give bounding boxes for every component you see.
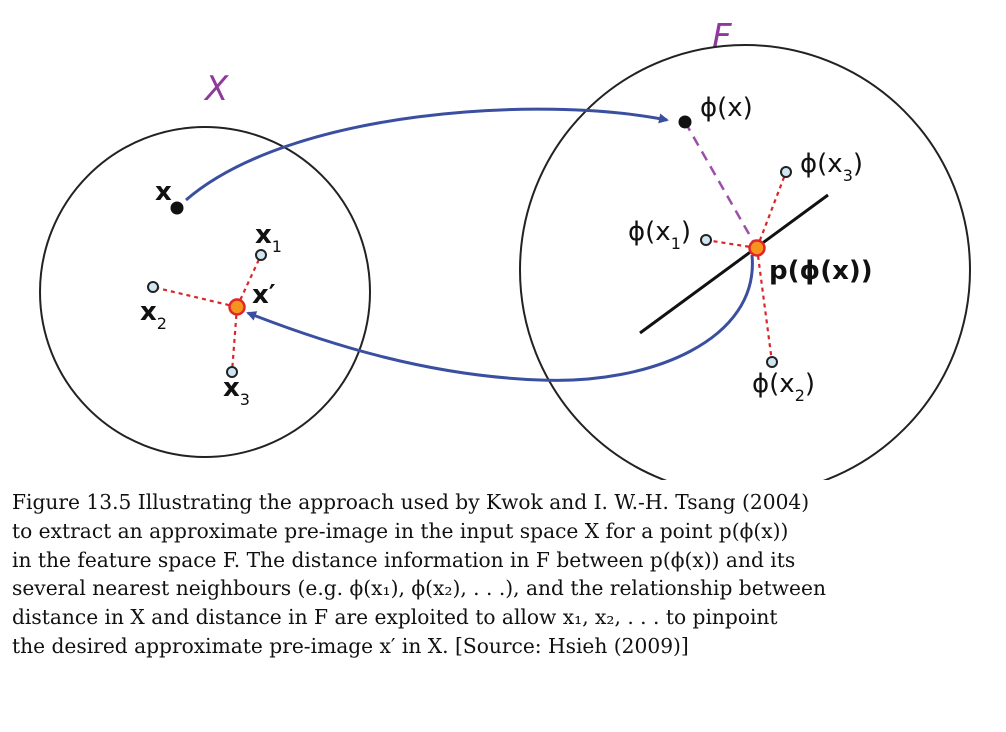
label-x1: x1 [255, 220, 282, 256]
label-x3: x3 [223, 373, 250, 409]
caption-line-6: the desired approximate pre-image x′ in … [12, 633, 689, 658]
projection-dashed-line [683, 121, 759, 249]
caption-line-3: in the feature space F. The distance inf… [12, 547, 796, 572]
pre-image-diagram: X F x x1 x2 x3 x′ ϕ(x) ϕ(x1) ϕ(x3) ϕ(x2)… [39, 17, 971, 480]
label-phi-x2: ϕ(x2) [752, 369, 815, 405]
figure-caption: Figure 13.5 Illustrating the approach us… [12, 488, 994, 661]
input-space-circle [39, 126, 371, 458]
label-phi-x1: ϕ(x1) [628, 217, 691, 253]
point-x3 [226, 366, 238, 378]
feature-space-circle [519, 44, 971, 480]
label-x: x [155, 177, 172, 207]
caption-line-5: distance in X and distance in F are expl… [12, 605, 778, 630]
point-x1 [255, 249, 267, 261]
point-x [170, 201, 184, 215]
caption-line-1: Figure 13.5 Illustrating the approach us… [12, 490, 810, 514]
point-p-phi-x [748, 239, 766, 257]
label-p-phi-x: p(ϕ(x)) [769, 256, 873, 286]
label-phi-x: ϕ(x) [700, 93, 753, 123]
feature-subspace-line [639, 193, 829, 335]
label-x-prime: x′ [252, 280, 276, 310]
point-phi-x1 [700, 234, 712, 246]
label-x2: x2 [140, 297, 167, 333]
point-x-prime [228, 298, 246, 316]
feature-space-label: F [712, 17, 732, 57]
input-space-label: X [203, 69, 229, 109]
point-phi-x2 [766, 356, 778, 368]
caption-line-2: to extract an approximate pre-image in t… [12, 518, 789, 543]
point-x2 [147, 281, 159, 293]
point-phi-x [678, 115, 692, 129]
point-phi-x3 [780, 166, 792, 178]
caption-line-4: several nearest neighbours (e.g. ϕ(x₁), … [12, 576, 826, 601]
label-phi-x3: ϕ(x3) [800, 149, 863, 185]
pre-image-arrow [246, 254, 754, 382]
mapping-arrow [185, 107, 669, 202]
input-neighbour-links [152, 254, 262, 373]
